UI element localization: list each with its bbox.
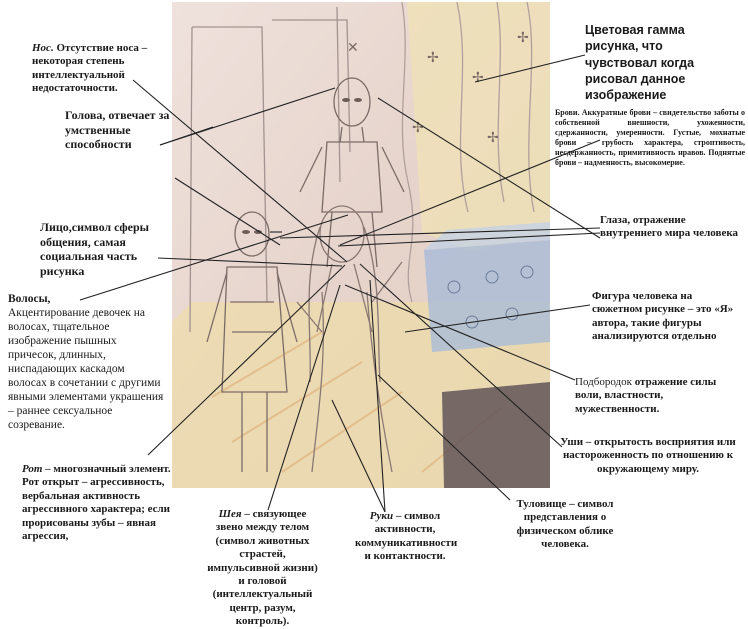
eyes-annotation: Глаза, отражение внутреннего мира челове… (600, 214, 740, 241)
leader-eyes-1 (279, 227, 601, 239)
neck-term: Шея (218, 508, 242, 520)
leader-ears (359, 263, 563, 448)
figure-text: Фигура человека на сюжетном рисунке – эт… (592, 290, 734, 343)
hair-annotation: Волосы, Акцентирование девочек на волоса… (8, 292, 166, 432)
girl-figure (296, 205, 403, 473)
leader-figure (404, 304, 591, 333)
svg-text:✢: ✢ (427, 50, 439, 66)
leader-mouth (147, 264, 346, 456)
stars: ✕ ✢ ✢ ✢ ✢ ✢ (347, 30, 529, 146)
curtains (401, 2, 535, 303)
mouth-annotation: Рот – многозначный элемент. Рот открыт –… (22, 463, 180, 543)
blue-box (424, 222, 550, 352)
torso-text: Туловище – символ представления о физиче… (516, 498, 614, 551)
leader-palette (474, 54, 586, 83)
chin-annotation: Подбородок отражение силы воли, властнос… (575, 376, 725, 416)
leader-arms (331, 399, 386, 513)
door-frame (189, 6, 351, 333)
palette-text: Цветовая гамма рисунка, что чувствовал к… (585, 23, 695, 102)
leader-hair (79, 214, 349, 301)
brows-annotation: Брови. Аккуратные брови – свидетельство … (555, 108, 745, 168)
leader-neck (267, 284, 341, 511)
drawing-photo: ✕ ✢ ✢ ✢ ✢ ✢ (172, 2, 550, 488)
ears-text: Уши – открытость восприятия или насторож… (560, 436, 736, 475)
arms-text: – символ активности, коммуникативности и… (355, 510, 458, 563)
arms-term: Руки (369, 510, 394, 522)
neck-text: – связующее звено между телом (символ жи… (207, 508, 318, 628)
leader-chin (344, 284, 576, 381)
leader-head-right (159, 87, 336, 146)
leader-eyes-3 (377, 97, 601, 239)
figure-annotation: Фигура человека на сюжетном рисунке – эт… (592, 290, 742, 344)
hair-term: Волосы, (8, 293, 51, 305)
nose-term: Нос. (32, 42, 54, 54)
leader-head-lower (174, 177, 281, 246)
ears-annotation: Уши – открытость восприятия или насторож… (558, 436, 738, 476)
head-text: Голова, отвечает за умственные способнос… (65, 108, 170, 152)
wall-wash (407, 2, 550, 252)
leader-brows (339, 139, 601, 246)
leader-eyes-2 (337, 232, 601, 247)
nose-text: Отсутствие носа – некоторая степень инте… (32, 42, 148, 95)
hair-text: Акцентирование девочек на волосах, тщате… (8, 307, 164, 432)
chin-term: Подбородок (575, 376, 632, 388)
brows-text: Брови. Аккуратные брови – свидетельство … (555, 108, 745, 167)
svg-text:✕: ✕ (347, 40, 359, 56)
leader-nose (132, 79, 348, 263)
neck-annotation: Шея – связующее звено между телом (симво… (205, 508, 320, 629)
mouth-text: – многозначный элемент. Рот открыт – агр… (22, 463, 171, 543)
svg-text:✢: ✢ (517, 30, 529, 46)
eyes-text: Глаза, отражение внутреннего мира челове… (600, 214, 739, 240)
chin-text: отражение силы воли, властности, мужеств… (575, 376, 717, 415)
alien-figure-left (206, 211, 298, 472)
leader-torso (377, 374, 511, 501)
arms-annotation: Руки – символ активности, коммуникативно… (355, 510, 458, 564)
palette-annotation: Цветовая гамма рисунка, что чувствовал к… (585, 22, 735, 103)
alien-figure-top (299, 77, 405, 268)
face-text: Лицо,символ сферы общения, самая социаль… (40, 220, 149, 278)
face-annotation: Лицо,символ сферы общения, самая социаль… (40, 220, 160, 279)
svg-text:✢: ✢ (412, 120, 424, 136)
torso-annotation: Туловище – символ представления о физиче… (510, 498, 620, 552)
leader-arms-hand (369, 279, 386, 513)
mouth-term: Рот (22, 463, 43, 475)
head-annotation: Голова, отвечает за умственные способнос… (65, 108, 170, 152)
leader-face (157, 257, 343, 267)
nose-annotation: Нос. Отсутствие носа – некоторая степень… (32, 42, 180, 96)
svg-text:✢: ✢ (487, 130, 499, 146)
